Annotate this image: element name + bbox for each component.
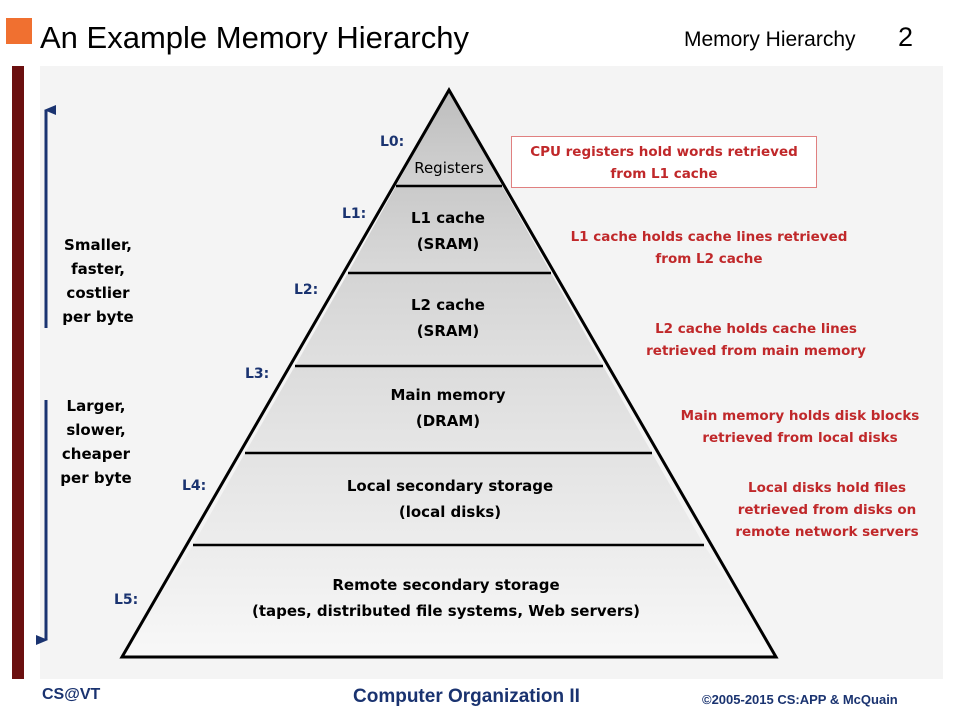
header-topic: Memory Hierarchy bbox=[684, 28, 856, 51]
annotation-l0: CPU registers hold words retrieved from … bbox=[511, 136, 817, 188]
tier-l0-registers bbox=[396, 90, 502, 186]
annotation-l2: L2 cache holds cache lines retrieved fro… bbox=[646, 321, 866, 359]
footer-copyright: ©2005-2015 CS:APP & McQuain bbox=[702, 692, 898, 707]
tier-label-l1-cache: L1 cache (SRAM) bbox=[411, 209, 485, 253]
annotation-l3: Main memory holds disk blocks retrieved … bbox=[680, 408, 920, 446]
tier-l1-cache bbox=[348, 186, 551, 273]
level-label-l3: L3: bbox=[245, 366, 270, 382]
tier-l4-local-storage bbox=[193, 453, 704, 545]
level-label-l0: L0: bbox=[380, 134, 405, 150]
tier-l5-remote-storage bbox=[122, 545, 776, 657]
level-label-l4: L4: bbox=[182, 478, 207, 494]
level-label-l2: L2: bbox=[294, 282, 319, 298]
tier-label-local-storage: Local secondary storage (local disks) bbox=[346, 477, 554, 521]
level-label-l5: L5: bbox=[114, 592, 139, 608]
tier-label-main-memory: Main memory (DRAM) bbox=[390, 386, 506, 430]
page-title: An Example Memory Hierarchy bbox=[40, 20, 469, 55]
page-number: 2 bbox=[898, 22, 914, 52]
tier-label-registers: Registers bbox=[414, 159, 484, 177]
annotation-l4: Local disks hold files retrieved from di… bbox=[735, 480, 919, 540]
annotation-l1: L1 cache holds cache lines retrieved fro… bbox=[570, 229, 848, 267]
tier-label-remote-storage: Remote secondary storage (tapes, distrib… bbox=[251, 576, 641, 620]
tier-l3-main-memory bbox=[245, 366, 652, 453]
tier-label-l2-cache: L2 cache (SRAM) bbox=[411, 296, 485, 340]
smaller-faster-note: Smaller, faster, costlier per byte bbox=[62, 236, 134, 326]
tier-l2-cache bbox=[295, 273, 603, 366]
footer-course-name: Computer Organization II bbox=[353, 686, 580, 707]
footer-course-org: CS@VT bbox=[42, 686, 101, 703]
title-accent-square bbox=[6, 18, 32, 44]
larger-slower-note: Larger, slower, cheaper per byte bbox=[60, 397, 132, 487]
level-label-l1: L1: bbox=[342, 206, 367, 222]
pyramid-outline bbox=[119, 86, 779, 659]
left-accent-bar bbox=[12, 66, 24, 679]
